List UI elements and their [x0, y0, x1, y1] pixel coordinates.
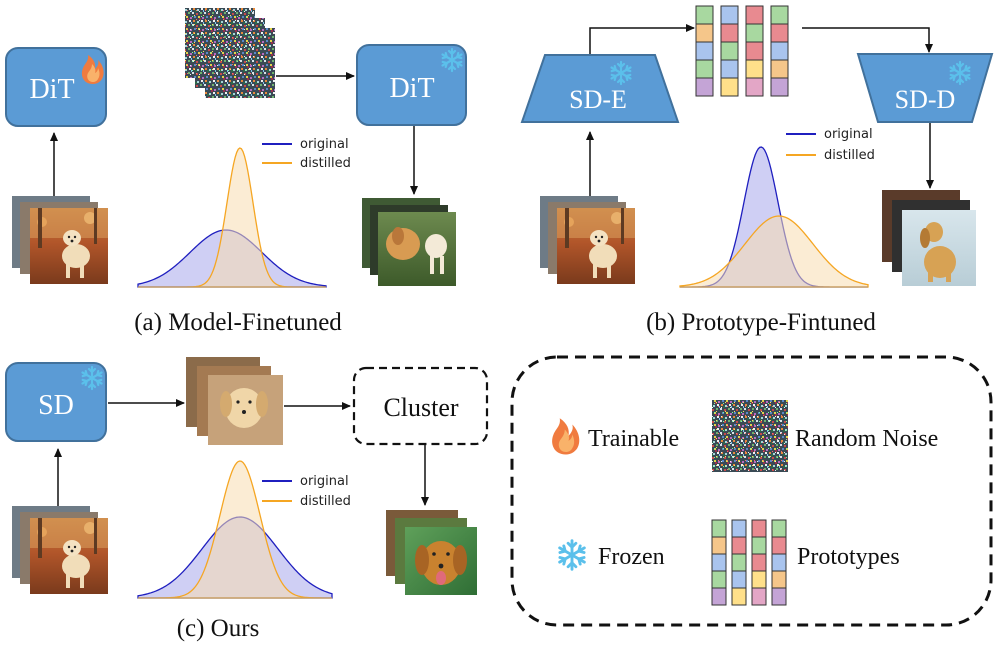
encoder-to-prototypes-arrow [589, 24, 695, 54]
distribution-plot-c: original distilled [137, 460, 351, 599]
dit-trainable-box: DiT [5, 47, 107, 127]
prototype-cell [771, 519, 787, 538]
prototype-cell [711, 570, 727, 589]
prototype-cell [720, 77, 739, 97]
distilled-curve [138, 147, 326, 288]
caption-c: (c) Ours [177, 615, 260, 642]
prototype-cell [695, 23, 714, 43]
key-trainable: Trainable [552, 418, 679, 455]
prototype-cell [731, 553, 747, 572]
prototype-cell [731, 536, 747, 555]
prototype-cell [745, 23, 764, 43]
decoder-label: SD-D [895, 85, 956, 114]
distribution-plot-b: original distilled [679, 127, 875, 288]
caption-a: (a) Model-Finetuned [134, 309, 342, 336]
noise-stack [185, 8, 275, 98]
prototype-cell [751, 536, 767, 555]
distribution-plot-a: original distilled [137, 137, 351, 288]
prototype-cell [720, 5, 739, 25]
legend: original distilled [786, 127, 875, 163]
prototype-cell [771, 553, 787, 572]
prototype-cell [695, 41, 714, 61]
legend: original distilled [262, 137, 351, 171]
prototype-cell [720, 41, 739, 61]
prototype-cell [711, 536, 727, 555]
legend-original: original [824, 127, 873, 142]
key-frozen-label: Frozen [598, 544, 665, 570]
dit-right-label: DiT [389, 73, 434, 104]
legend-original: original [300, 137, 349, 152]
panel-a: DiT DiT [5, 8, 467, 336]
prototype-cell [751, 519, 767, 538]
encoder-label: SD-E [569, 85, 627, 114]
prototype-grid [695, 5, 789, 97]
prototype-cell [751, 587, 767, 606]
prototype-cell [771, 570, 787, 589]
key-prototypes: Prototypes [711, 519, 900, 606]
prototype-cell [695, 5, 714, 25]
key-random-noise-label: Random Noise [795, 426, 938, 452]
distilled-curve [138, 460, 333, 599]
input-images-b [540, 196, 635, 284]
prototype-cell [770, 5, 789, 25]
prototype-cell [745, 77, 764, 97]
prototype-cell [771, 587, 787, 606]
prototype-cell [695, 59, 714, 79]
sd-decoder: SD-D [856, 53, 994, 123]
legend-original: original [300, 474, 349, 489]
caption-b: (b) Prototype-Fintuned [646, 309, 876, 336]
prototype-cell [720, 59, 739, 79]
prototype-cell [745, 5, 764, 25]
panel-c: SD Cluster [5, 357, 489, 642]
prototype-cell [770, 59, 789, 79]
sd-box: SD [5, 362, 107, 442]
prototype-cell [770, 77, 789, 97]
panel-b: SD-E SD-D [520, 5, 994, 336]
key-prototypes-label: Prototypes [797, 544, 900, 570]
prototype-grid-icon [711, 519, 787, 606]
distilled-curve [679, 215, 869, 288]
output-images-b [882, 190, 976, 286]
key-trainable-label: Trainable [588, 426, 679, 452]
prototype-cell [745, 59, 764, 79]
prototypes-to-decoder-arrow [802, 27, 933, 53]
prototype-cell [751, 570, 767, 589]
cluster-label: Cluster [383, 393, 458, 422]
prototype-cell [731, 570, 747, 589]
input-images-a [12, 196, 108, 284]
legend-distilled: distilled [824, 148, 875, 163]
prototype-cell [731, 587, 747, 606]
legend-distilled: distilled [300, 156, 351, 171]
legend-distilled: distilled [300, 494, 351, 509]
generated-images-c [186, 357, 283, 445]
prototype-cell [770, 41, 789, 61]
cluster-box: Cluster [352, 366, 489, 446]
prototype-cell [711, 587, 727, 606]
dit-frozen-box: DiT [356, 44, 467, 126]
prototype-cell [771, 536, 787, 555]
output-images-c [386, 510, 477, 595]
prototype-cell [711, 519, 727, 538]
legend: original distilled [262, 474, 351, 509]
dit-left-label: DiT [29, 74, 74, 105]
key-random-noise: Random Noise [712, 400, 938, 472]
sd-label: SD [38, 390, 74, 421]
key-box: Trainable Random Noise Frozen Prototypes [510, 355, 993, 627]
input-images-c [12, 506, 108, 594]
prototype-cell [745, 41, 764, 61]
prototype-cell [731, 519, 747, 538]
prototype-cell [751, 553, 767, 572]
prototype-cell [720, 23, 739, 43]
prototype-cell [770, 23, 789, 43]
prototype-cell [695, 77, 714, 97]
sd-encoder: SD-E [520, 54, 680, 123]
output-images-a [362, 198, 456, 286]
prototype-cell [711, 553, 727, 572]
key-frozen: Frozen [558, 539, 665, 571]
